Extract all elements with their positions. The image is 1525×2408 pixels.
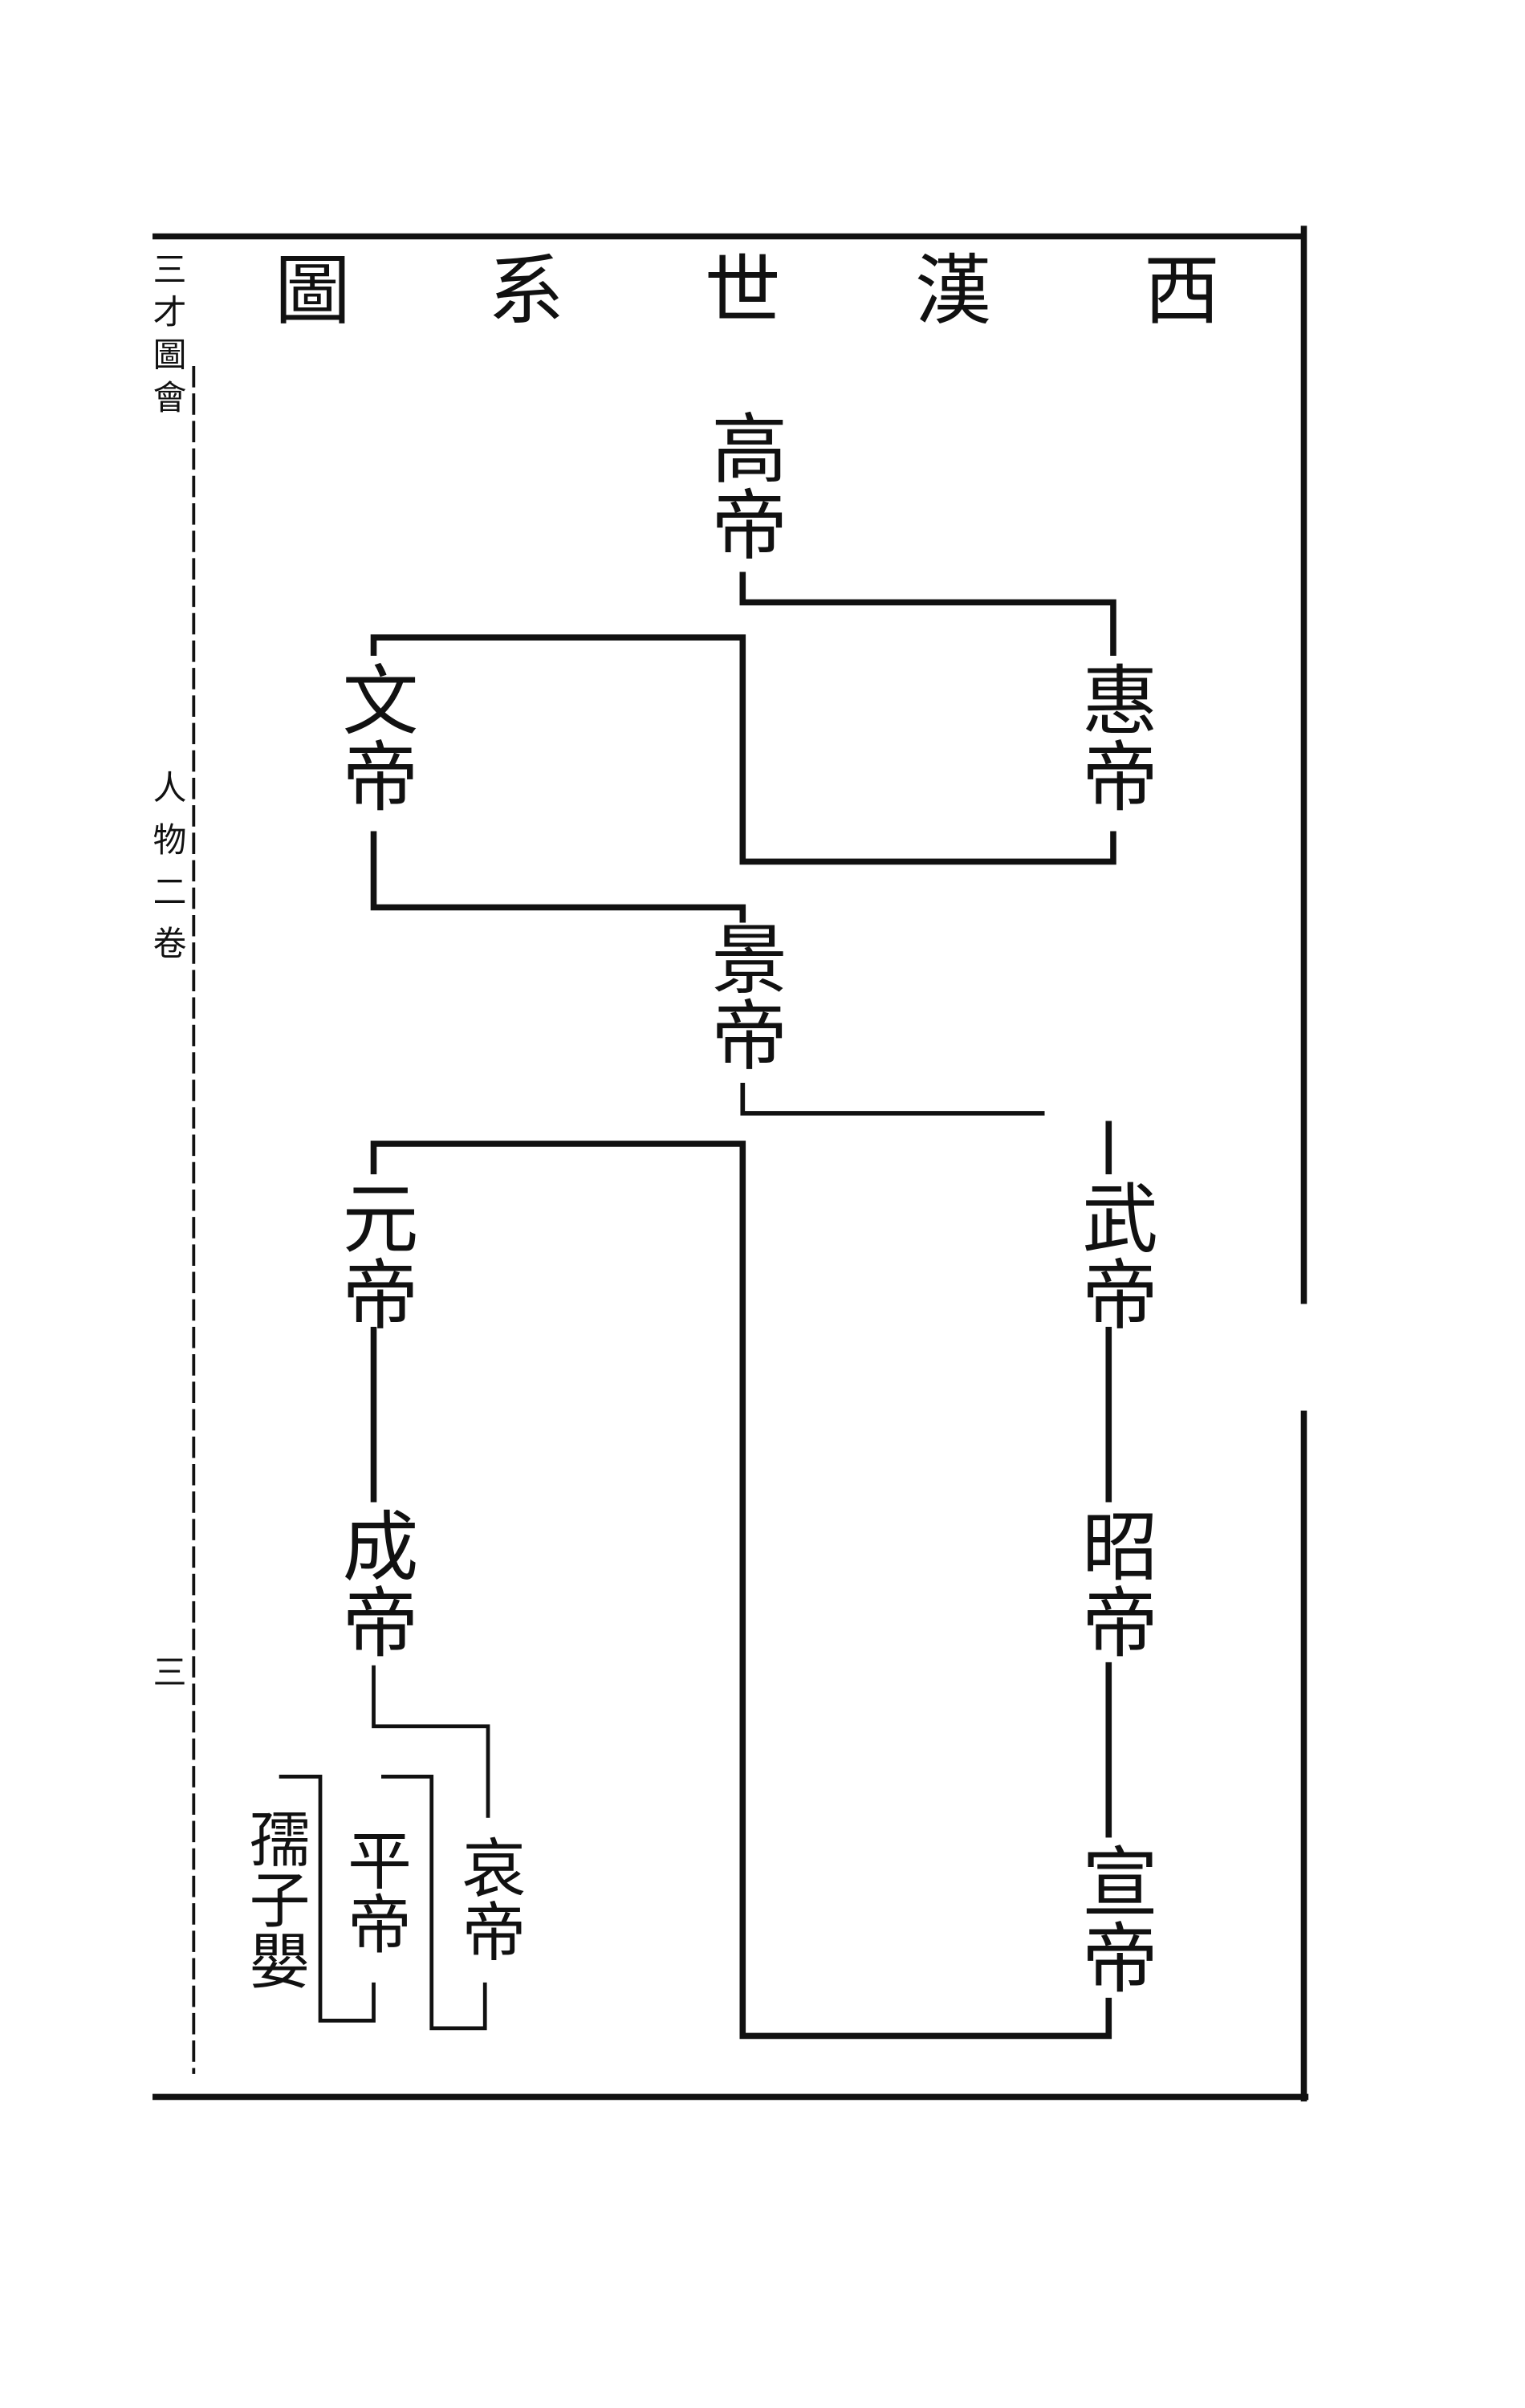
margin-volume: 人物二卷 (148, 770, 188, 977)
margin-text: 三才圖會 人物二卷 三 (148, 251, 188, 1688)
emperor-wu: 武帝 (1069, 1179, 1157, 1332)
emperor-wen: 文帝 (330, 661, 418, 813)
emperor-ai: 哀帝 (451, 1835, 526, 1963)
line-yuan-xuan (370, 1141, 1112, 2040)
margin-page-number: 三 (148, 1654, 188, 1688)
line-ruzi-bracket (279, 1775, 376, 2023)
title-char: 世 (705, 247, 781, 336)
emperor-zhao: 昭帝 (1069, 1507, 1157, 1659)
line-gao-wen (370, 634, 1116, 865)
diagram-title: 西 漢 世 系 圖 (274, 247, 1220, 336)
emperor-cheng: 成帝 (330, 1507, 418, 1659)
title-char: 西 (1144, 247, 1220, 336)
line-wen-jing (370, 831, 746, 923)
emperor-names: 高帝 惠帝 文帝 景帝 武帝 元帝 昭帝 成帝 宣帝 哀帝 平帝 孺子嬰 (239, 409, 1157, 1995)
emperor-yuan: 元帝 (330, 1179, 418, 1332)
line-cheng-ai (372, 1665, 490, 1818)
emperor-ping: 平帝 (336, 1827, 411, 1955)
page-frame (152, 226, 1309, 2102)
emperor-hui: 惠帝 (1069, 661, 1157, 813)
emperor-gao: 高帝 (698, 409, 787, 561)
line-jing-wu (740, 1082, 1045, 1116)
emperor-jing: 景帝 (698, 920, 787, 1072)
title-char: 圖 (274, 247, 351, 336)
lineage-lines (279, 571, 1116, 2040)
emperor-xuan: 宣帝 (1069, 1842, 1157, 1995)
title-char: 系 (488, 247, 564, 336)
line-ping-bracket (381, 1775, 487, 2031)
title-char: 漢 (915, 247, 991, 336)
line-gao-hui (739, 571, 1116, 656)
margin-book-title: 三才圖會 (148, 251, 188, 422)
emperor-ruzi-ying: 孺子嬰 (239, 1807, 311, 1990)
